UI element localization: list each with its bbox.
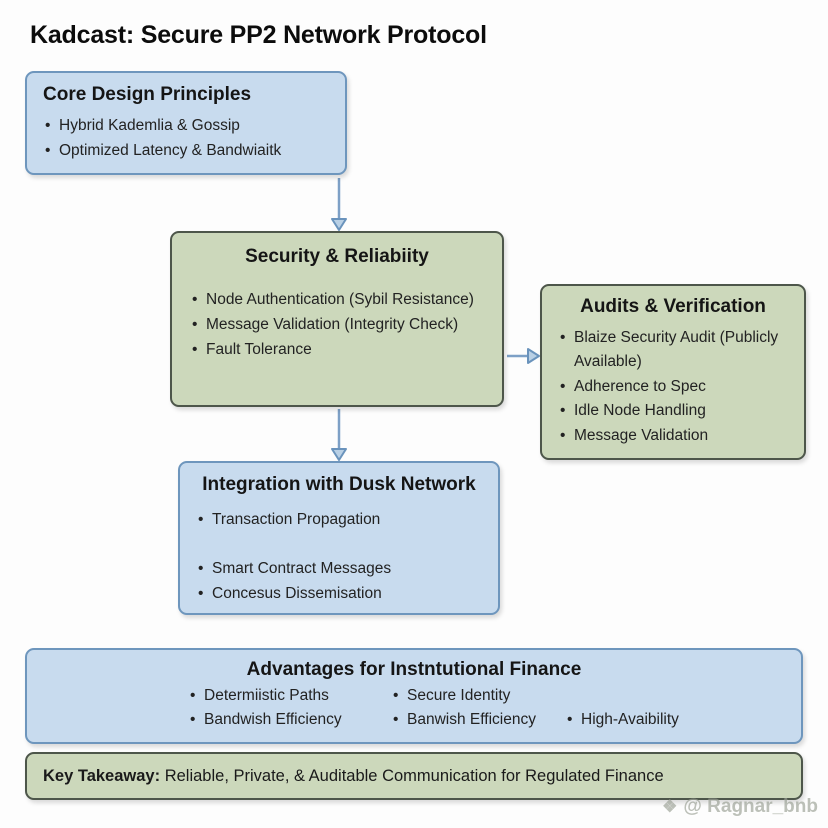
list-item: Blaize Security Audit (Publicly Availabl…	[558, 326, 788, 375]
list-item: Optimized Latency & Bandwiaitk	[43, 138, 329, 163]
list-item: Node Authentication (Sybil Resistance)	[190, 287, 484, 312]
arrow-right-icon	[507, 348, 540, 364]
list-item: Bandwish Efficiency	[188, 711, 391, 729]
integration-bullet-list: Transaction Propagation Smart Contract M…	[196, 507, 482, 606]
box-security-reliability: Security & Reliabiity Node Authenticatio…	[170, 231, 504, 407]
list-item: Determiistic Paths	[188, 687, 391, 705]
list-item: Concesus Dissemisation	[196, 581, 482, 606]
box-advantages-institutional-finance: Advantages for Instntutional Finance Det…	[25, 648, 803, 744]
list-item: Secure Identity	[391, 687, 594, 705]
box-integration-dusk-network: Integration with Dusk Network Transactio…	[178, 461, 500, 615]
security-bullet-list: Node Authentication (Sybil Resistance) M…	[190, 287, 484, 362]
box-security-title: Security & Reliabiity	[245, 246, 429, 267]
audits-bullet-list: Blaize Security Audit (Publicly Availabl…	[558, 326, 788, 449]
list-item: Hybrid Kademlia & Gossip	[43, 113, 329, 138]
box-audits-verification: Audits & Verification Blaize Security Au…	[540, 284, 806, 460]
list-item: Fault Tolerance	[190, 337, 484, 362]
arrow-down-icon	[331, 178, 347, 231]
watermark: ❖ @ Ragnar_bnb	[662, 796, 818, 818]
list-item: High-Avaibility	[565, 711, 679, 729]
diamond-icon: ❖	[662, 797, 678, 816]
box-audits-title: Audits & Verification	[580, 296, 766, 317]
core-bullet-list: Hybrid Kademlia & Gossip Optimized Laten…	[43, 113, 329, 163]
list-item: Adherence to Spec	[558, 375, 788, 400]
box-core-design-principles: Core Design Principles Hybrid Kademlia &…	[25, 71, 347, 175]
list-item: Message Validation (Integrity Check)	[190, 312, 484, 337]
list-item: Message Validation	[558, 424, 788, 449]
box-key-takeaway: Key Takeaway: Reliable, Private, & Audit…	[25, 752, 803, 800]
arrow-down-icon-2	[331, 409, 347, 461]
takeaway-text: Reliable, Private, & Auditable Communica…	[160, 766, 664, 785]
advantages-row-2: Bandwish Efficiency Banwish Efficiency H…	[188, 711, 801, 729]
box-integration-title: Integration with Dusk Network	[202, 474, 476, 495]
box-core-title: Core Design Principles	[43, 84, 252, 105]
list-item: Banwish Efficiency	[391, 711, 565, 729]
list-item: Smart Contract Messages	[196, 556, 482, 581]
takeaway-line: Key Takeaway: Reliable, Private, & Audit…	[43, 767, 664, 786]
page-title: Kadcast: Secure PP2 Network Protocol	[30, 21, 487, 49]
box-advantages-title: Advantages for Instntutional Finance	[246, 659, 582, 680]
watermark-text: @ Ragnar_bnb	[683, 796, 818, 817]
list-item: Idle Node Handling	[558, 399, 788, 424]
list-item: Transaction Propagation	[196, 507, 482, 532]
advantages-row-1: Determiistic Paths Secure Identity	[188, 687, 801, 705]
takeaway-label: Key Takeaway:	[43, 766, 161, 785]
